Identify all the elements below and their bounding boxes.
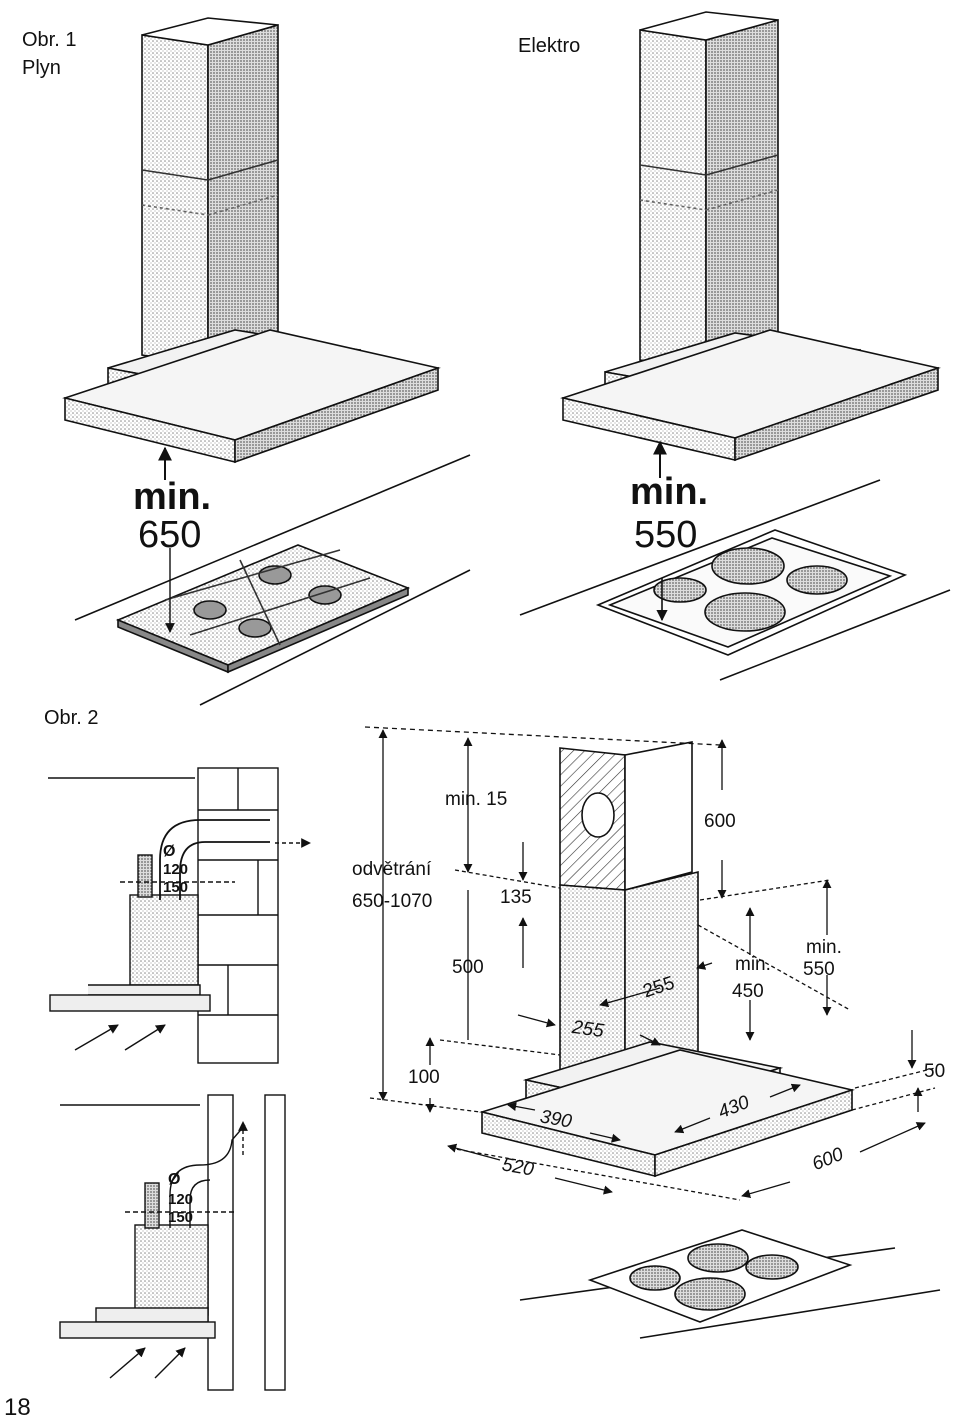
diam-150-top: 150 [163, 879, 189, 896]
diam-symbol-bottom: Ø [168, 1171, 181, 1188]
dimension-lines [364, 726, 936, 1201]
dim-520: 520 [500, 1154, 536, 1181]
elec-min-label: min. [630, 471, 709, 513]
gas-hood-drawing [62, 17, 441, 464]
dim-50: 50 [924, 1061, 946, 1082]
dim-min550-value: 550 [803, 959, 835, 980]
bottom-hob-drawing [519, 1229, 941, 1339]
fig2-title: Obr. 2 [44, 707, 99, 729]
dim-vent-range: 650-1070 [352, 891, 433, 912]
dim-135: 135 [500, 887, 532, 908]
dim-600-top: 600 [704, 811, 736, 832]
dim-min450-label: min. [735, 954, 771, 975]
electric-clearance-arrow [653, 440, 668, 622]
gas-clearance-arrow [158, 446, 175, 633]
diam-120-top: 120 [163, 861, 189, 878]
dim-min15: min. 15 [445, 789, 508, 810]
wall-section-bottom [59, 1094, 286, 1391]
gas-hob-drawing [74, 454, 471, 706]
dimensioned-hood-drawing [479, 741, 855, 1178]
diam-120-bottom: 120 [168, 1191, 194, 1208]
fig1-title: Obr. 1 [22, 29, 77, 51]
dim-255-b: 255 [570, 1016, 606, 1043]
dim-min450-value: 450 [732, 981, 764, 1002]
fig1-electric-label: Elektro [518, 35, 581, 57]
dim-390: 390 [538, 1106, 574, 1133]
dim-min550-label: min. [806, 937, 842, 958]
gas-min-value: 650 [138, 514, 202, 556]
electric-hood-drawing [560, 11, 941, 462]
wall-section-top [48, 767, 311, 1064]
elec-min-value: 550 [634, 514, 698, 556]
diam-symbol-top: Ø [163, 843, 176, 860]
dim-100: 100 [408, 1067, 440, 1088]
electric-hob-drawing [519, 479, 951, 681]
dim-vent-label: odvětrání [352, 859, 432, 880]
diam-150-bottom: 150 [168, 1209, 194, 1226]
dim-500: 500 [452, 957, 484, 978]
page-number: 18 [4, 1394, 31, 1421]
fig1-gas-label: Plyn [22, 57, 61, 79]
gas-min-label: min. [133, 476, 212, 518]
